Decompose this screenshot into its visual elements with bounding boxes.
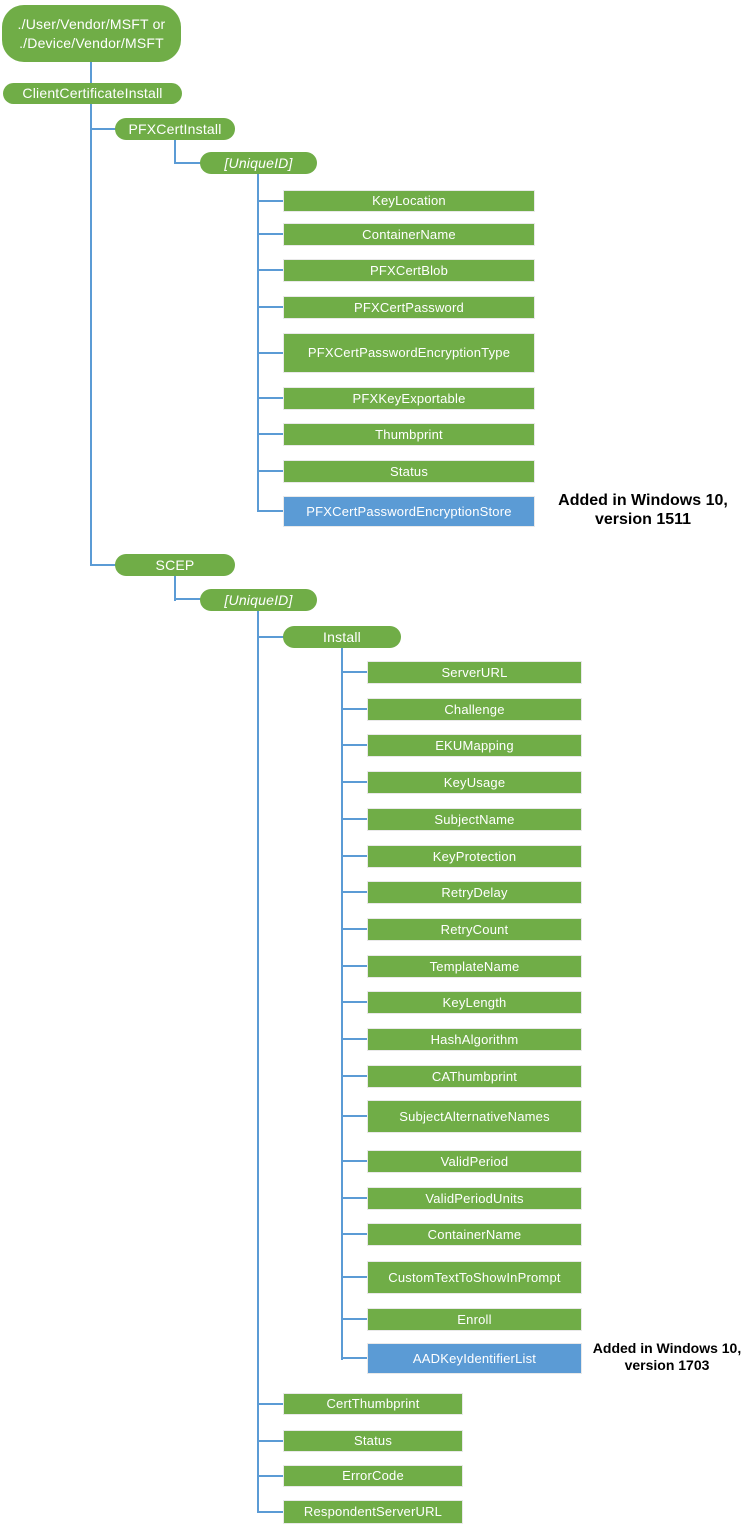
connector-line-horizontal: [258, 1403, 284, 1405]
connector-line-horizontal: [342, 744, 368, 746]
connector-line-horizontal: [175, 598, 201, 600]
connector-line-horizontal: [258, 1440, 284, 1442]
connector-line-horizontal: [258, 200, 284, 202]
connector-line-horizontal: [91, 564, 116, 566]
node-pfxcertinstall: PFXCertInstall: [115, 118, 235, 140]
connector-line-horizontal: [342, 1075, 368, 1077]
connector-line-vertical: [257, 174, 259, 512]
node-pfxcertblob: PFXCertBlob: [283, 259, 535, 282]
connector-line-horizontal: [258, 269, 284, 271]
node-retrydelay: RetryDelay: [367, 881, 582, 904]
connector-line-horizontal: [258, 233, 284, 235]
connector-line-horizontal: [258, 397, 284, 399]
node-thumbprint: Thumbprint: [283, 423, 535, 446]
node-aadkeyidentifierlist: AADKeyIdentifierList: [367, 1343, 582, 1374]
connector-line-vertical: [257, 611, 259, 1513]
connector-line-vertical: [90, 104, 92, 566]
node-keylocation: KeyLocation: [283, 190, 535, 212]
connector-line-horizontal: [342, 855, 368, 857]
connector-line-vertical: [341, 648, 343, 1360]
connector-line-horizontal: [258, 1475, 284, 1477]
connector-line-horizontal: [342, 1276, 368, 1278]
annotation-added-windows10-1703: Added in Windows 10, version 1703: [592, 1340, 742, 1373]
connector-line-horizontal: [342, 1115, 368, 1117]
node-pfxcertpassword: PFXCertPassword: [283, 296, 535, 319]
connector-line-horizontal: [342, 1318, 368, 1320]
annotation-added-windows10-1511: Added in Windows 10, version 1511: [558, 492, 728, 528]
node-ekumapping: EKUMapping: [367, 734, 582, 757]
connector-line-horizontal: [342, 965, 368, 967]
connector-line-horizontal: [258, 306, 284, 308]
node-pfxcertpasswordencryptiontype: PFXCertPasswordEncryptionType: [283, 333, 535, 373]
connector-line-horizontal: [342, 1233, 368, 1235]
connector-line-horizontal: [258, 1511, 284, 1513]
node-errorcode: ErrorCode: [283, 1465, 463, 1487]
node-enroll: Enroll: [367, 1308, 582, 1331]
connector-line-horizontal: [175, 162, 201, 164]
node-hashalgorithm: HashAlgorithm: [367, 1028, 582, 1051]
connector-line-horizontal: [91, 128, 116, 130]
node-pfxcertpasswordencryptionstore: PFXCertPasswordEncryptionStore: [283, 496, 535, 527]
node-customtexttoshowinprompt: CustomTextToShowInPrompt: [367, 1261, 582, 1294]
node-subjectname: SubjectName: [367, 808, 582, 831]
connector-line-horizontal: [342, 891, 368, 893]
node-containername-pfx: ContainerName: [283, 223, 535, 246]
connector-line-vertical: [174, 140, 176, 164]
connector-line-horizontal: [342, 818, 368, 820]
node-status-pfx: Status: [283, 460, 535, 483]
node-root: ./User/Vendor/MSFT or ./Device/Vendor/MS…: [2, 5, 181, 62]
connector-line-horizontal: [342, 1038, 368, 1040]
node-keylength: KeyLength: [367, 991, 582, 1014]
connector-line-horizontal: [258, 352, 284, 354]
connector-line-horizontal: [342, 1197, 368, 1199]
connector-line-horizontal: [342, 1001, 368, 1003]
connector-line-horizontal: [258, 470, 284, 472]
node-containername-scep: ContainerName: [367, 1223, 582, 1246]
node-scep-uniqueid: [UniqueID]: [200, 589, 317, 611]
node-validperiod: ValidPeriod: [367, 1150, 582, 1173]
connector-line-horizontal: [342, 1160, 368, 1162]
node-templatename: TemplateName: [367, 955, 582, 978]
node-pfx-uniqueid: [UniqueID]: [200, 152, 317, 174]
node-keyusage: KeyUsage: [367, 771, 582, 794]
node-retrycount: RetryCount: [367, 918, 582, 941]
node-scep: SCEP: [115, 554, 235, 576]
node-keyprotection: KeyProtection: [367, 845, 582, 868]
connector-line-horizontal: [342, 1357, 368, 1359]
connector-line-horizontal: [342, 781, 368, 783]
node-install: Install: [283, 626, 401, 648]
node-certthumbprint: CertThumbprint: [283, 1393, 463, 1415]
node-status-scep: Status: [283, 1430, 463, 1452]
node-clientcertificateinstall: ClientCertificateInstall: [3, 83, 182, 104]
node-cathumbprint: CAThumbprint: [367, 1065, 582, 1088]
connector-line-horizontal: [342, 708, 368, 710]
connector-line-horizontal: [258, 510, 284, 512]
node-respondentserverurl: RespondentServerURL: [283, 1500, 463, 1524]
connector-line-vertical: [174, 576, 176, 601]
node-validperiodunits: ValidPeriodUnits: [367, 1187, 582, 1210]
connector-line-horizontal: [258, 433, 284, 435]
connector-line-horizontal: [258, 636, 284, 638]
connector-line-vertical: [90, 61, 92, 83]
node-subjectalternativenames: SubjectAlternativeNames: [367, 1100, 582, 1133]
node-pfxkeyexportable: PFXKeyExportable: [283, 387, 535, 410]
node-serverurl: ServerURL: [367, 661, 582, 684]
connector-line-horizontal: [342, 928, 368, 930]
connector-line-horizontal: [342, 671, 368, 673]
node-challenge: Challenge: [367, 698, 582, 721]
